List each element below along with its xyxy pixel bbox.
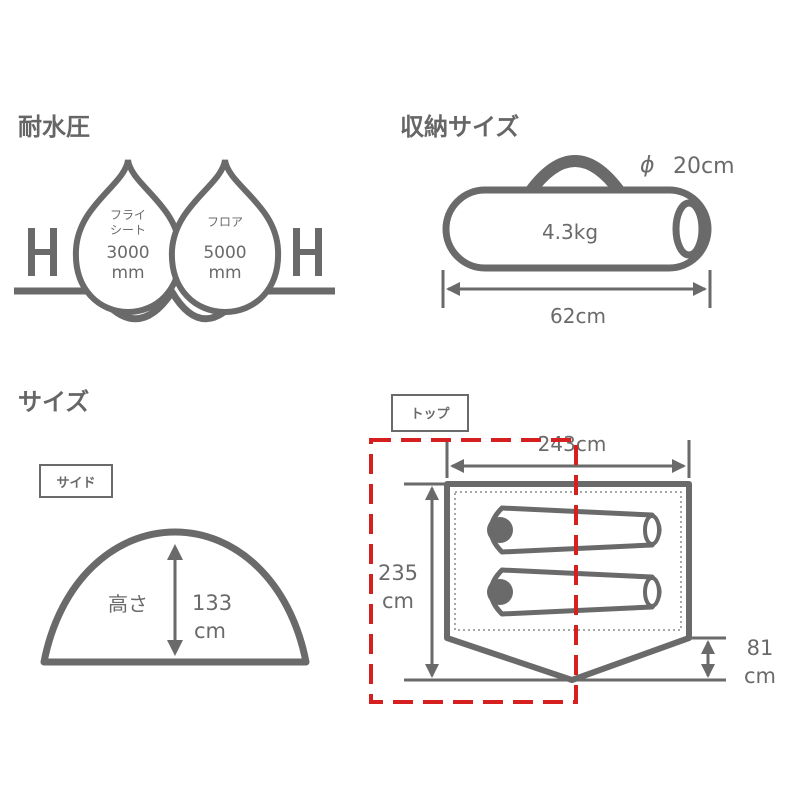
length-value: 62cm xyxy=(550,304,606,328)
head-icon xyxy=(487,517,513,543)
size-title: サイズ xyxy=(18,388,89,416)
width-value: 243cm xyxy=(538,432,607,456)
height-arrow-top xyxy=(167,544,183,560)
left-h-letter xyxy=(28,228,57,276)
height-value: 133 xyxy=(192,591,232,615)
water-pressure-graphic: フライ シート 3000 mm フロア 5000 mm xyxy=(14,159,335,323)
length-arrow-left xyxy=(446,282,460,296)
width-arrow-left xyxy=(450,459,464,473)
bag-handle xyxy=(524,155,626,198)
floor-value: 5000 xyxy=(203,243,246,263)
top-tag-label: トップ xyxy=(410,407,450,422)
diameter-value: 20cm xyxy=(673,154,735,179)
depth-arrow-bottom xyxy=(425,664,439,678)
ground-line xyxy=(14,287,335,323)
vestibule-unit: cm xyxy=(744,664,776,688)
storage-title: 収納サイズ xyxy=(400,113,519,141)
bag-end-cap xyxy=(672,199,706,259)
depth-arrow-top xyxy=(425,486,439,500)
sleeping-bag-1 xyxy=(487,505,662,555)
top-view-graphic: 243cm 235 cm 81 cm xyxy=(378,432,776,688)
sleeping-bag-2 xyxy=(487,567,662,617)
vestibule-value: 81 xyxy=(747,636,774,660)
floor-unit: mm xyxy=(208,263,241,283)
fly-unit: mm xyxy=(111,263,144,283)
fly-label-line2: シート xyxy=(110,223,146,237)
storage-bag-graphic: ϕ 20cm 4.3kg 62cm xyxy=(441,153,735,328)
depth-value: 235 xyxy=(378,561,418,585)
fly-label-line1: フライ xyxy=(110,208,146,222)
right-h-letter xyxy=(293,228,322,276)
height-arrow-bottom xyxy=(167,640,183,656)
side-tag: サイド xyxy=(39,464,113,498)
highlight-dashed-box xyxy=(369,438,578,704)
floor-label: フロア xyxy=(207,215,243,229)
height-unit: cm xyxy=(194,619,226,643)
side-view-graphic: 高さ 133 cm xyxy=(40,528,310,666)
fly-value: 3000 xyxy=(106,243,149,263)
vestibule-arrow-top xyxy=(701,640,715,654)
width-arrow-right xyxy=(672,459,686,473)
head-icon xyxy=(487,579,513,605)
inner-tent-outline xyxy=(454,491,682,631)
bag-body xyxy=(442,186,712,272)
height-label: 高さ xyxy=(108,592,148,616)
vestibule-arrow-bottom xyxy=(701,664,715,678)
fly-sheet-drop xyxy=(72,159,184,316)
length-arrow-right xyxy=(693,282,707,296)
side-tag-label: サイド xyxy=(56,476,95,491)
top-tag: トップ xyxy=(391,394,469,432)
water-pressure-title: 耐水圧 xyxy=(18,113,90,141)
floor-drop xyxy=(168,159,282,316)
diameter-icon: ϕ xyxy=(640,153,655,178)
depth-unit: cm xyxy=(382,589,414,613)
weight-value: 4.3kg xyxy=(542,220,598,244)
